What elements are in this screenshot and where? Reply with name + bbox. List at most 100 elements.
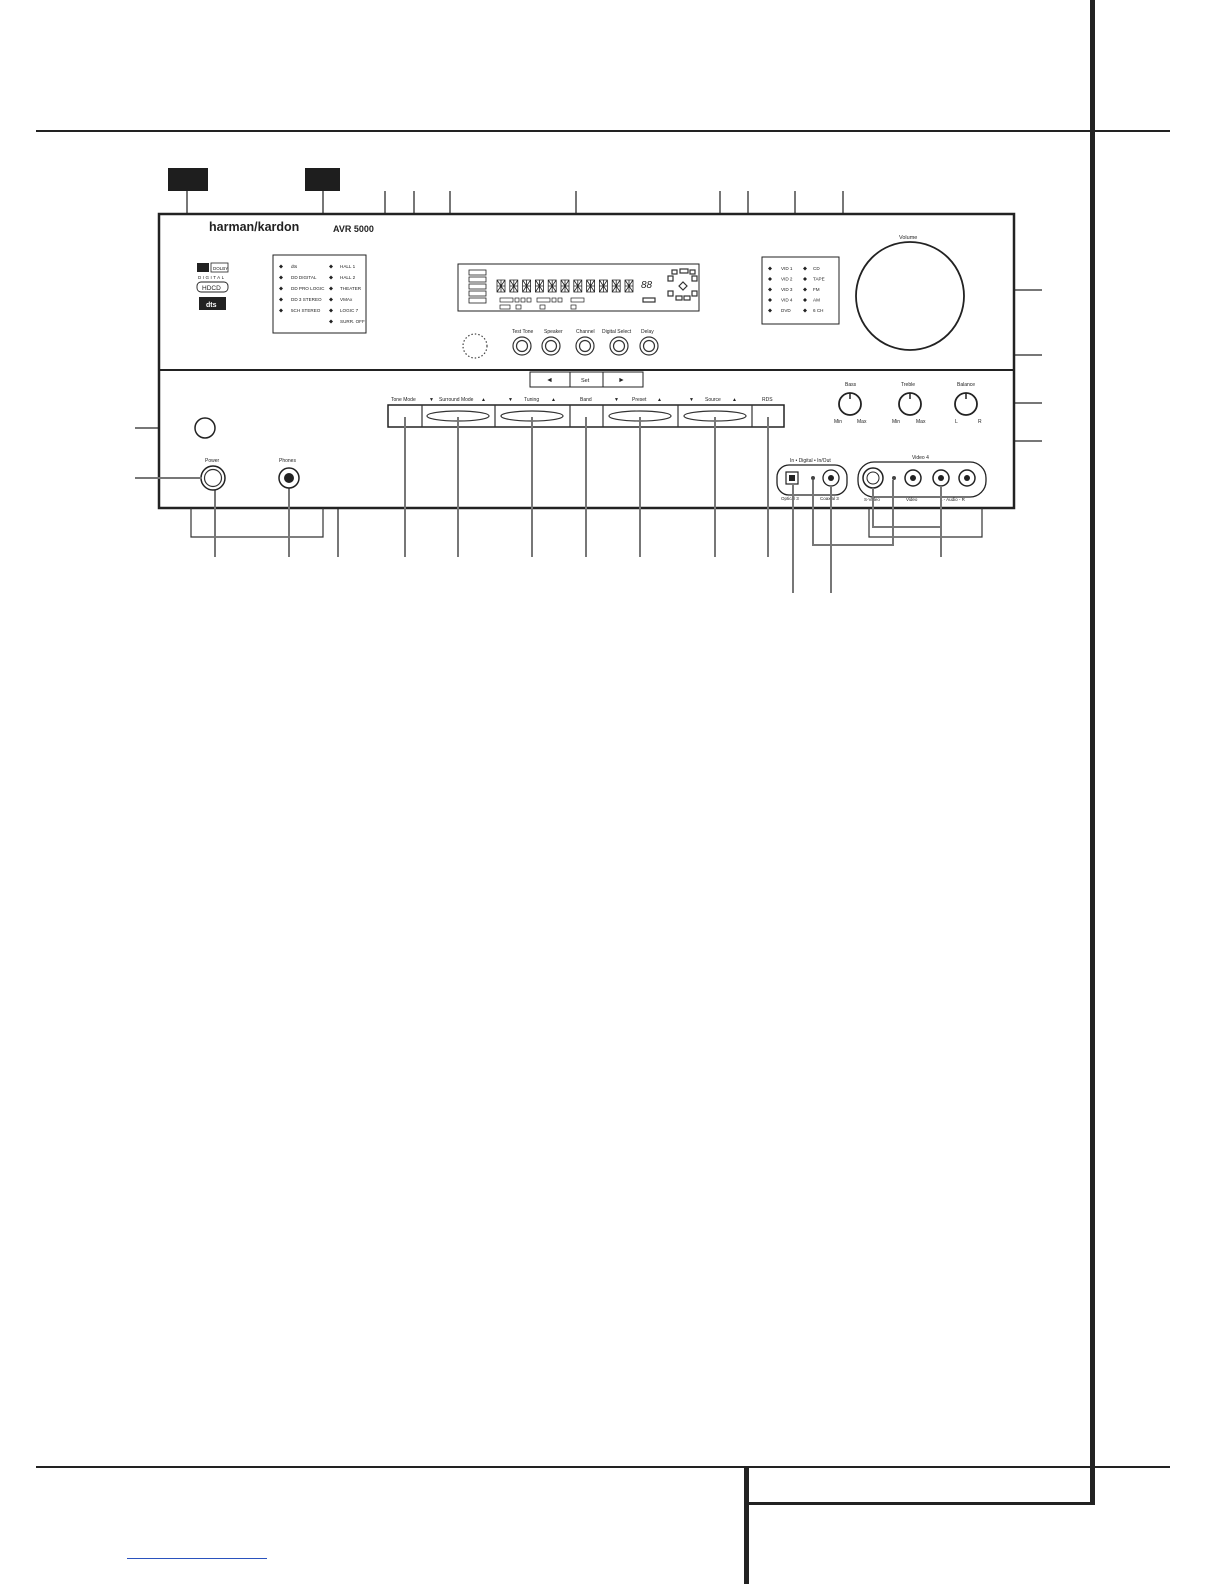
display-status-segment (515, 304, 522, 310)
footer-box-bottom (744, 1502, 1095, 1505)
indicator-dot (329, 308, 333, 313)
source-label: Source (705, 397, 721, 403)
svg-text:DIGITAL: DIGITAL (198, 275, 226, 280)
top-control-buttons: Test Tone Speaker Channel Digital Select… (512, 329, 659, 356)
power-label: Power (205, 458, 220, 464)
phones-jack-inner (284, 473, 294, 483)
indicator-dot (768, 287, 772, 292)
coaxial-label: Coaxial 3 (820, 496, 839, 501)
surround-mode-indicator-panel (272, 254, 367, 334)
preset-label: Preset (632, 397, 647, 403)
svg-text:Channel: Channel (576, 329, 595, 335)
display-character-cell (573, 279, 583, 293)
surround-mode-indicator: LOGIC 7 (340, 308, 359, 313)
rds-label: RDS (762, 397, 773, 403)
footer-divider (744, 1466, 749, 1584)
indicator-dot (803, 277, 807, 281)
video4-panel (857, 461, 987, 498)
display-character-cell (599, 279, 608, 293)
display-digits: 88 (641, 280, 653, 291)
band-label: Band (580, 397, 592, 403)
display-character-cell (547, 279, 557, 293)
indicator-dot (803, 298, 807, 302)
digital-select-button[interactable]: Digital Select (602, 329, 632, 356)
input-indicator: DVD (781, 308, 791, 313)
input-indicator-panel (761, 256, 840, 325)
display-status-segment (499, 297, 514, 303)
bar-callout-lines (214, 417, 769, 557)
surround-mode-indicator: dts (291, 264, 298, 269)
delay-button[interactable]: Delay (639, 329, 659, 356)
input-indicator: VID 1 (781, 266, 793, 271)
volume-knob[interactable] (855, 241, 965, 351)
display-status-segment (570, 297, 585, 303)
speaker-button[interactable]: Speaker (541, 329, 563, 356)
footer-link-underline[interactable] (127, 1558, 267, 1559)
svg-text:HDCD: HDCD (202, 285, 221, 292)
indicator-dot (329, 319, 333, 324)
remote-sensor (462, 333, 488, 359)
indicator-dot (768, 308, 772, 313)
display-character-cell (509, 279, 519, 293)
bottom-rule (36, 1466, 1170, 1468)
balance-control: Balance L R (954, 382, 982, 425)
display-indicator-segment (468, 269, 487, 276)
indicator-dot (768, 277, 772, 281)
indicator-dot (329, 264, 333, 269)
brand-logo: harman/kardon (209, 220, 299, 234)
connector-callout-lines (792, 480, 942, 593)
svg-text:DOLBY: DOLBY (213, 266, 228, 271)
audio-left-input-inner (938, 475, 944, 481)
indicator-dot (803, 287, 807, 292)
svg-text:Delay: Delay (641, 329, 654, 335)
audio-right-input-inner (964, 475, 970, 481)
input-indicator: AM (813, 298, 820, 303)
set-label: Set (581, 378, 590, 384)
svg-text:L: L (955, 419, 958, 425)
surround-mode-label: Surround Mode (439, 397, 474, 403)
display-character-cell (535, 279, 544, 293)
input-indicator: FM (813, 287, 820, 292)
svg-text:Test Tone: Test Tone (512, 329, 534, 335)
set-navigation-buttons: ◄ Set ► (529, 371, 644, 388)
input-indicator: 6 CH (813, 308, 823, 313)
digital-io-label: In • Digital • In/Out (790, 458, 831, 464)
test-tone-button[interactable]: Test Tone (512, 329, 534, 356)
svg-text:Max: Max (857, 419, 867, 425)
display-status-segment (539, 304, 546, 310)
video4-label: Video 4 (912, 455, 929, 461)
dts-logo: dts (199, 297, 226, 310)
surround-mode-indicator: SURR. OFF (340, 319, 365, 324)
display-speaker-indicators (642, 268, 698, 303)
svideo-input-inner (866, 471, 880, 485)
display-character-cell (522, 279, 531, 293)
display-character-segments (496, 279, 634, 293)
callout-tag-2 (305, 168, 340, 191)
display-status-segment (551, 297, 557, 303)
indicator-dot (803, 266, 807, 271)
digital-indicator-led (811, 476, 815, 480)
volume-label: Volume (899, 235, 917, 241)
indicator-dot (329, 275, 333, 280)
surround-mode-indicator: THEATER (340, 286, 362, 291)
preset-down-arrow: ▼ (614, 397, 619, 403)
set-right-button[interactable] (602, 371, 644, 388)
tone-mode-label: Tone Mode (391, 397, 416, 403)
tuning-down-arrow: ▼ (508, 397, 513, 403)
display-indicator-segment (468, 276, 487, 283)
svg-text:Speaker: Speaker (544, 329, 563, 335)
tuning-up-arrow: ▲ (551, 397, 556, 403)
display-status-segment (557, 297, 563, 303)
tuning-label: Tuning (524, 397, 539, 403)
display-indicator-segment (468, 283, 487, 290)
svg-text:Min: Min (892, 419, 900, 425)
surround-down-arrow: ▼ (429, 397, 434, 403)
preset-up-arrow: ▲ (657, 397, 662, 403)
surround-mode-indicator: DD PRO LOGIC (291, 286, 325, 291)
coaxial-input-inner (828, 475, 834, 481)
channel-button[interactable]: Channel (575, 329, 595, 356)
